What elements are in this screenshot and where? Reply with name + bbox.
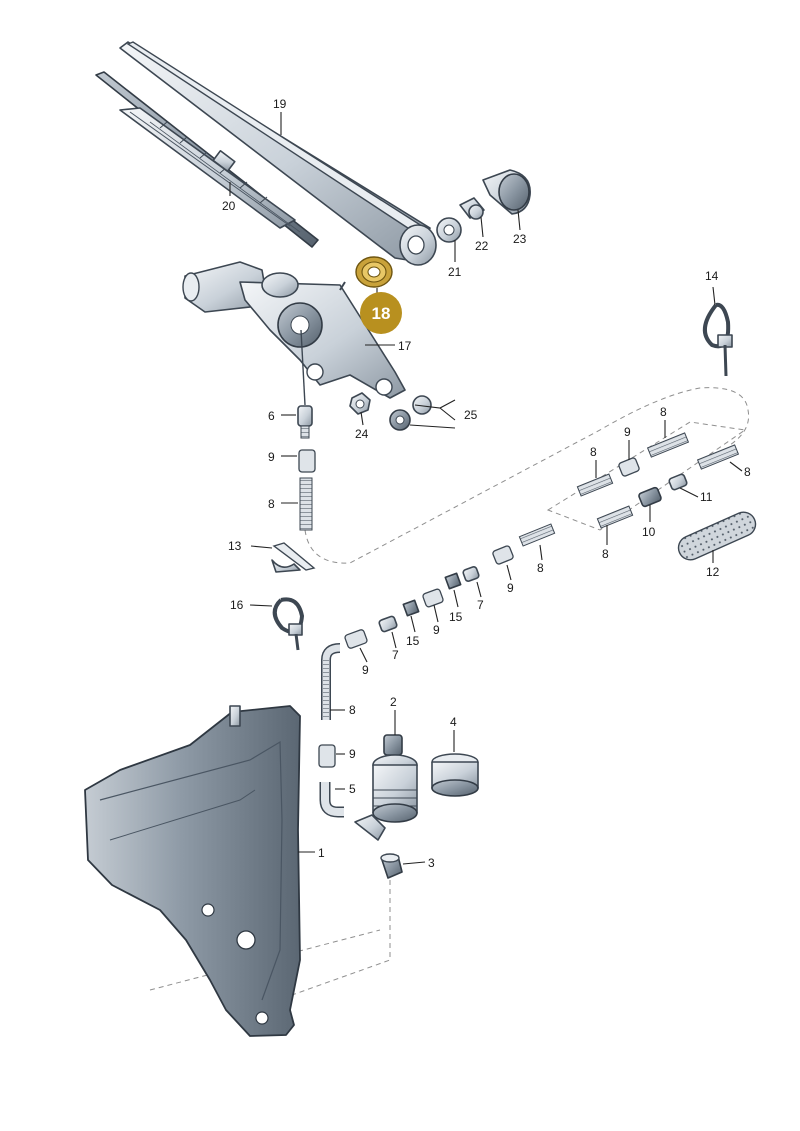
callout-11: 11: [700, 490, 713, 504]
callout-9-a: 9: [268, 450, 275, 464]
hose-chain-middle: [344, 566, 480, 649]
callout-25: 25: [464, 408, 478, 422]
callout-4: 4: [450, 715, 457, 729]
callout-16: 16: [230, 598, 244, 612]
callout-23: 23: [513, 232, 527, 246]
nut-24: [349, 392, 371, 415]
callout-1: 1: [318, 846, 325, 860]
wiper-arm: [119, 41, 437, 266]
callout-15-a: 15: [449, 610, 463, 624]
nut-cap-21: [436, 217, 462, 243]
washer-reservoir-1: [84, 705, 301, 1037]
washer-pump-2: [354, 734, 418, 841]
callout-14: 14: [705, 269, 719, 283]
callout-5: 5: [349, 782, 356, 796]
callout-8-f: 8: [537, 561, 544, 575]
grommet-4: [431, 753, 479, 797]
callout-9-f: 9: [349, 747, 356, 761]
hose-piece-9-vertical: [298, 449, 316, 473]
callout-22: 22: [475, 239, 489, 253]
callout-3: 3: [428, 856, 435, 870]
callout-9-b: 9: [624, 425, 631, 439]
callout-9-c: 9: [507, 581, 514, 595]
highlight-label: 18: [372, 304, 391, 323]
protective-sleeve-12: [677, 511, 757, 561]
hose-cluster-upper: [492, 432, 740, 565]
hose-8-vertical: [299, 477, 313, 531]
callout-20: 20: [222, 199, 236, 213]
cable-tie-16: [272, 597, 305, 651]
wiper-motor: [182, 261, 406, 406]
grommet-3: [380, 853, 403, 879]
callout-8-b: 8: [660, 405, 667, 419]
connector-6: [297, 405, 313, 439]
callout-8-g: 8: [349, 703, 356, 717]
seal-18: [355, 256, 393, 288]
callout-8-c: 8: [590, 445, 597, 459]
cover-cap-23: [482, 169, 531, 215]
rubber-mount-25: [389, 395, 432, 431]
callout-24: 24: [355, 427, 369, 441]
callout-7-b: 7: [392, 648, 399, 662]
callout-13: 13: [228, 539, 242, 553]
callout-8-e: 8: [602, 547, 609, 561]
cable-tie-14: [703, 302, 733, 377]
hose-8-lower: [321, 643, 341, 720]
callout-10: 10: [642, 525, 656, 539]
callout-2: 2: [390, 695, 397, 709]
callout-8-d: 8: [744, 465, 751, 479]
highlight-badge-18: 18: [360, 292, 402, 334]
callout-19: 19: [273, 97, 287, 111]
callout-6: 6: [268, 409, 275, 423]
hose-piece-9-lower: [318, 744, 336, 768]
washer-22: [459, 197, 485, 220]
callout-labels: 19 20 21 22 23 17 24 25 6 9 8 13 14 8 9 …: [222, 97, 751, 870]
callout-21: 21: [448, 265, 462, 279]
callout-12: 12: [706, 565, 720, 579]
callout-9-e: 9: [362, 663, 369, 677]
callout-17: 17: [398, 339, 412, 353]
bracket-13: [271, 542, 316, 573]
wiper-blade: [95, 71, 319, 248]
callout-9-d: 9: [433, 623, 440, 637]
callout-8-a: 8: [268, 497, 275, 511]
callout-15-b: 15: [406, 634, 420, 648]
elbow-connector-5: [319, 782, 344, 818]
callout-7-a: 7: [477, 598, 484, 612]
